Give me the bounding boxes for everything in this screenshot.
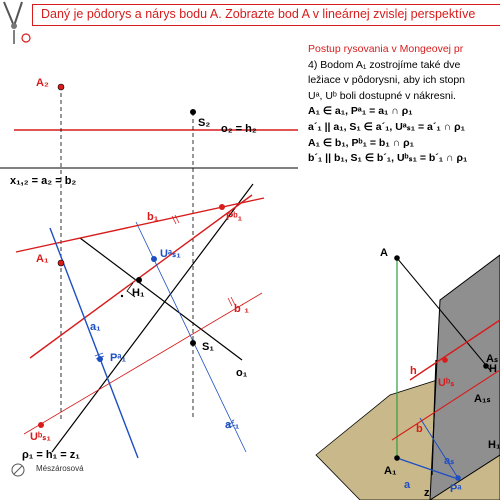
- label-Uas1: Uᵃₛ₁: [160, 248, 181, 260]
- point-S2: [190, 109, 196, 115]
- steps-heading: Postup rysovania v Mongeovej pr: [308, 43, 464, 55]
- line-h: [409, 319, 500, 381]
- line-b1-red: [15, 197, 265, 253]
- line-z: [431, 359, 437, 476]
- line-b1-prime: [23, 292, 263, 435]
- page-title: Daný je pôdorys a nárys bodu A. Zobrazte…: [41, 7, 476, 21]
- step-line-3: Uᵃ, Uᵇ boli dostupné v nákresni.: [308, 89, 456, 102]
- label-H1-3d: H₁: [488, 439, 500, 451]
- line-A-As: [396, 257, 491, 371]
- point-As-3d: [483, 363, 489, 369]
- step-line-6: A₁ ∈ b₁, Pᵇ₁ = b₁ ∩ ρ₁: [308, 136, 414, 149]
- author-logo: [11, 463, 25, 477]
- label-A2: A₂: [36, 77, 49, 89]
- point-Pa-3d: [455, 475, 461, 481]
- label-z-3d: z: [424, 487, 430, 499]
- label-Ubs1: Uᵇₛ₁: [30, 431, 51, 443]
- line-rho1: [51, 183, 254, 453]
- label-o2h2: o₂ = h₂: [221, 123, 257, 135]
- label-as-3d: aₛ: [444, 455, 454, 467]
- label-b1: b₁: [147, 211, 159, 223]
- step-line-4: A₁ ∈ a₁, Pᵃ₁ = a₁ ∩ ρ₁: [308, 105, 413, 118]
- title-box: Daný je pôdorys a nárys bodu A. Zobrazte…: [32, 4, 500, 26]
- point-A1: [57, 259, 65, 267]
- procedure-steps: Postup rysovania v Mongeovej pr 4) Bodom…: [308, 42, 500, 167]
- point-Ubs1: [38, 422, 44, 428]
- label-rho1: ρ₁ = h₁ = z₁: [22, 449, 80, 461]
- label-H-3d: H: [489, 363, 497, 375]
- line-a-3d: [396, 457, 456, 479]
- compass-logo: [3, 1, 31, 44]
- point-Uas1: [151, 256, 157, 262]
- point-H1: [136, 277, 142, 283]
- label-Pa1: Pᵃ₁: [110, 352, 126, 364]
- label-Pb1: Pᵇ₁: [226, 211, 243, 223]
- label-A-3d: A: [380, 247, 388, 259]
- label-x12: x₁,₂ = a₂ = b₂: [10, 175, 76, 187]
- line-red-2: [391, 369, 500, 441]
- label-H1: H₁: [132, 287, 145, 299]
- step-line-1: 4) Bodom A₁ zostrojíme také dve: [308, 58, 461, 71]
- label-As-3d: Aₛ: [486, 353, 498, 365]
- label-bp1: b´₁: [234, 303, 249, 315]
- author-name: Mészárosová: [36, 464, 84, 473]
- label-A1s-3d: A₁ₛ: [474, 393, 491, 405]
- line-o1: [79, 237, 243, 361]
- label-ap1: a´₁: [225, 419, 240, 431]
- label-S1: S₁: [202, 341, 214, 353]
- label-o1: o₁: [236, 367, 248, 379]
- step-line-2: ležiace v pôdorysni, aby ich stopn: [308, 74, 466, 87]
- step-line-5: a´₁ || a₁, S₁ ∈ a´₁, Uᵃₛ₁ = a´₁ ∩ ρ₁: [308, 120, 465, 133]
- label-Pa-3d: Pᵃ: [450, 483, 462, 495]
- line-a1: [49, 227, 139, 459]
- step-line-7: b´₁ || b₁, S₁ ∈ b´₁, Uᵇₛ₁ = b´₁ ∩ ρ₁: [308, 152, 468, 165]
- point-S1: [190, 340, 196, 346]
- line-b1: [29, 194, 253, 359]
- tick-marks-red: [171, 214, 236, 307]
- point-Pa1: [97, 356, 103, 362]
- label-a-3d: a: [404, 479, 411, 491]
- point-A-3d: [394, 255, 400, 261]
- label-S2: S₂: [198, 117, 210, 129]
- point-Ubs-3d: [442, 357, 448, 363]
- label-Ubs-3d: Uᵇₛ: [438, 377, 454, 389]
- line-as-3d: [419, 417, 459, 479]
- point-A2: [57, 83, 65, 91]
- label-a1: a₁: [90, 321, 101, 333]
- tick-marks-blue: [94, 352, 236, 429]
- point-A1-3d: [394, 455, 400, 461]
- label-h-3d: h: [410, 365, 417, 377]
- label-b-3d: b: [416, 423, 423, 435]
- label-A1: A₁: [36, 253, 49, 265]
- point-Pb1: [219, 204, 225, 210]
- label-A1-3d: A₁: [384, 465, 397, 477]
- right-angle-mark: [126, 282, 136, 298]
